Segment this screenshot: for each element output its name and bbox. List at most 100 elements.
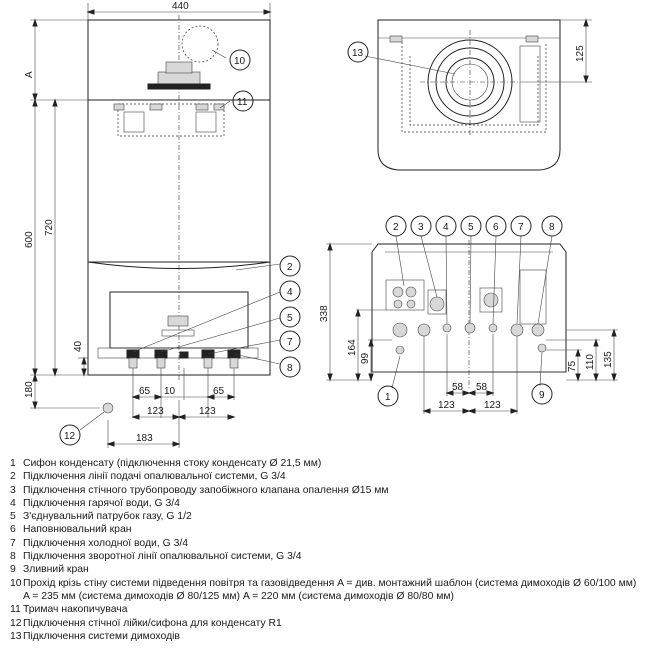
dim-164: 164 <box>347 339 358 356</box>
legend-text: Сифон конденсату (підключення стоку конд… <box>23 458 322 469</box>
dim-58-left: 58 <box>452 382 464 393</box>
bottom-callout-8: 8 <box>541 215 563 237</box>
legend-text: З'єднувальний патрубок газу, G 1/2 <box>23 511 192 523</box>
legend-number: 9 <box>10 564 16 576</box>
legend-text: Підключення стічної лійки/сифона для кон… <box>23 617 282 629</box>
front-callout-8: 8 <box>279 356 301 378</box>
svg-text:8: 8 <box>287 363 293 374</box>
legend-number: 11 <box>10 604 21 616</box>
technical-drawing: 4 40 <box>24 1 618 448</box>
legend-item: 7 Підключення холодної води, G 3/4 <box>10 537 642 550</box>
legend-text: Підключення лінії подачі опалювальної си… <box>23 471 286 483</box>
dim-height-720: 720 <box>44 219 55 236</box>
dim-a: A <box>24 71 35 78</box>
dim-123-left: 123 <box>147 406 164 417</box>
front-callout-12: 12 <box>59 424 81 446</box>
bottom-view: 338 164 99 135 110 75 58 <box>319 215 618 414</box>
legend-text: Підключення системи димоходів <box>23 630 180 642</box>
bottom-callout-3: 3 <box>410 215 432 237</box>
dim-110: 110 <box>585 354 596 370</box>
dim-125: 125 <box>575 45 586 62</box>
legend-item: 3 Підключення стічного трубопроводу запоб… <box>10 484 642 497</box>
dim-height-600: 600 <box>24 231 35 248</box>
legend-item: 2 Підключення лінії подачі опалювальної с… <box>10 470 642 483</box>
legend-text: Підключення гарячої води, G 3/4 <box>23 497 180 509</box>
dim-123-bottom-right: 123 <box>484 400 501 411</box>
legend-number: 8 <box>10 551 16 563</box>
svg-text:13: 13 <box>352 48 364 59</box>
svg-text:7: 7 <box>287 337 293 348</box>
svg-text:12: 12 <box>64 431 76 442</box>
front-callout-11: 11 <box>232 90 254 112</box>
front-callout-5: 5 <box>279 306 301 328</box>
dim-65-right: 65 <box>213 386 225 397</box>
svg-text:3: 3 <box>418 222 424 233</box>
bottom-callout-7: 7 <box>510 215 532 237</box>
dim-180: 180 <box>24 381 35 398</box>
legend-number: 1 <box>10 458 16 469</box>
front-callout-10: 10 <box>229 49 251 71</box>
svg-text:2: 2 <box>393 222 399 233</box>
front-view: 4 40 <box>24 1 301 448</box>
legend-text: Зливний кран <box>23 564 89 576</box>
dim-10: 10 <box>164 386 176 397</box>
dim-65-left: 65 <box>139 386 151 397</box>
legend-item: 9 Зливний кран <box>10 563 642 576</box>
legend-text: Тримач накопичувача <box>23 604 128 616</box>
legend-list: 1 Сифон конденсату (підключення стоку кон… <box>10 457 642 643</box>
svg-text:8: 8 <box>549 222 555 233</box>
svg-text:11: 11 <box>237 97 248 108</box>
bottom-callout-2: 2 <box>385 215 407 237</box>
front-callout-7: 7 <box>279 330 301 352</box>
legend-number: 2 <box>10 471 16 483</box>
legend-item: 8 Підключення зворотної лінії опалювально… <box>10 550 642 563</box>
bottom-connections <box>392 322 547 355</box>
bottom-callout-4: 4 <box>435 215 457 237</box>
legend-text: Наповнювальний кран <box>23 524 132 536</box>
bottom-callout-6: 6 <box>485 215 507 237</box>
svg-text:10: 10 <box>234 56 246 67</box>
dim-183: 183 <box>136 433 153 444</box>
dim-123-right: 123 <box>199 406 216 417</box>
svg-text:9: 9 <box>539 390 545 401</box>
bottom-callout-1: 1 <box>377 385 399 407</box>
top-callout-13: 13 <box>347 41 369 63</box>
dim-58-right: 58 <box>476 382 488 393</box>
legend-text: Підключення зворотної лінії опалювальної… <box>23 551 302 563</box>
svg-text:4: 4 <box>443 222 449 233</box>
legend-number: 4 <box>10 497 16 509</box>
dim-135: 135 <box>603 351 614 368</box>
dim-width-440: 440 <box>172 1 189 12</box>
legend-number: 7 <box>10 537 16 549</box>
legend-text: Підключення стічного трубопроводу запобі… <box>23 484 389 496</box>
bottom-callout-9: 9 <box>531 383 553 405</box>
dim-338: 338 <box>319 305 330 322</box>
svg-text:7: 7 <box>518 222 524 233</box>
dim-123-bottom-left: 123 <box>438 400 455 411</box>
front-connections <box>126 349 241 369</box>
dim-40: 40 <box>73 340 84 352</box>
top-view: 125 13 <box>347 18 592 171</box>
svg-text:1: 1 <box>385 392 391 403</box>
legend-number: 3 <box>10 484 16 496</box>
legend-item: 1 Сифон конденсату (підключення стоку кон… <box>10 457 642 470</box>
legend-number: 12 <box>10 617 22 629</box>
legend-text: Прохід крізь стіну системи підведення по… <box>23 577 637 602</box>
svg-text:5: 5 <box>468 222 474 233</box>
legend-item: 4 Підключення гарячої води, G 3/4 <box>10 497 642 510</box>
legend-text: Підключення холодної води, G 3/4 <box>23 537 189 549</box>
legend-number: 13 <box>10 630 22 642</box>
dim-99: 99 <box>360 352 371 364</box>
dim-75: 75 <box>567 360 578 372</box>
bottom-callout-5: 5 <box>460 215 482 237</box>
front-callout-2: 2 <box>279 255 301 277</box>
svg-text:4: 4 <box>287 287 293 298</box>
legend-number: 10 <box>10 577 22 589</box>
svg-text:6: 6 <box>493 222 499 233</box>
